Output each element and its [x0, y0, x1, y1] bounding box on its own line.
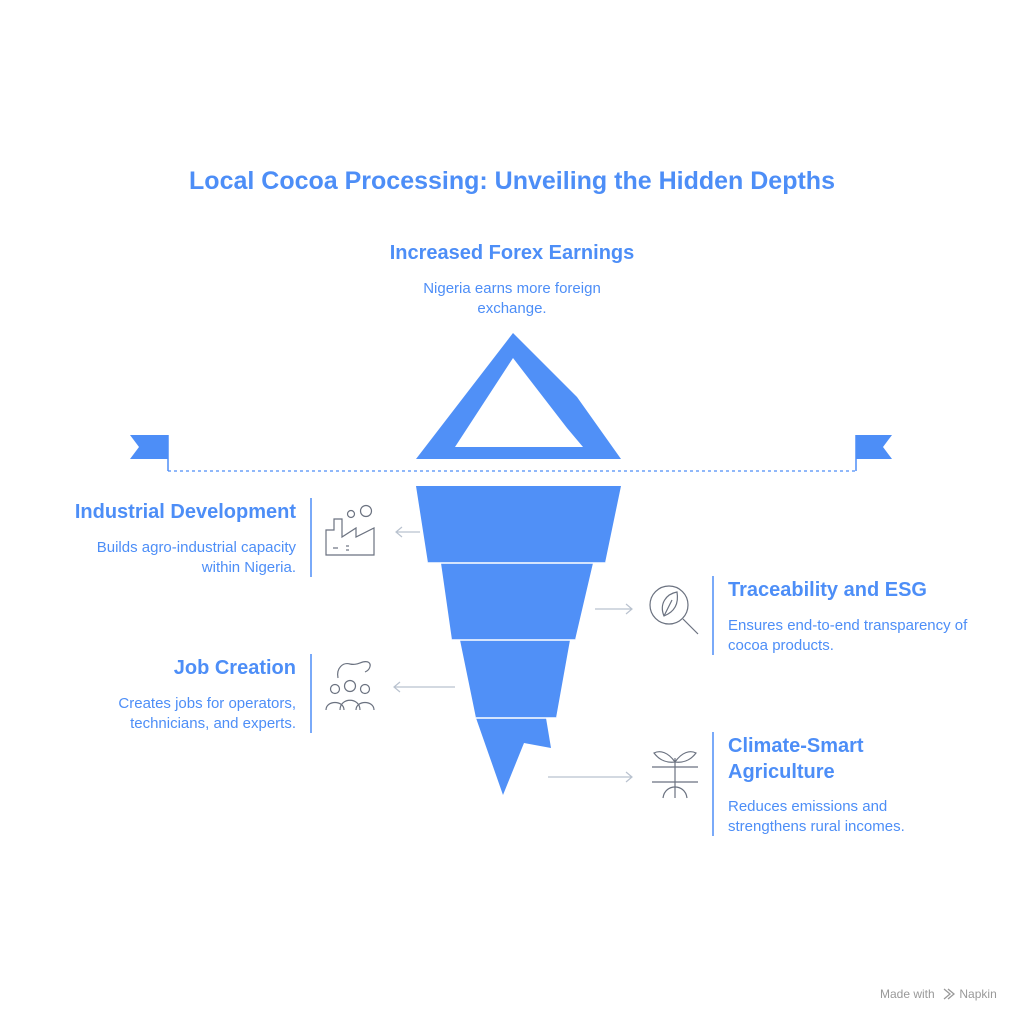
climate-heading: Climate-Smart Agriculture [728, 733, 1018, 785]
traceability-description-line: cocoa products. [728, 637, 834, 654]
top-description: Nigeria earns more foreign exchange. [312, 279, 712, 319]
traceability-description-line: Ensures end-to-end transparency of [728, 617, 968, 634]
sprout-icon [652, 751, 698, 799]
industrial-heading: Industrial Development [74, 501, 296, 523]
top-description-line: exchange. [477, 300, 547, 317]
traceability-description: Ensures end-to-end transparency of cocoa… [728, 616, 1018, 656]
industrial-description-line: within Nigeria. [201, 559, 296, 576]
napkin-logo-icon [943, 988, 956, 1000]
connector-arrow [595, 603, 633, 615]
left-flag-icon [130, 435, 168, 459]
climate-description-line: strengthens rural incomes. [728, 818, 905, 835]
climate-description: Reduces emissions and strengthens rural … [728, 797, 1018, 837]
climate-description-line: Reduces emissions and [728, 798, 888, 815]
climate-heading-line: Climate-Smart [728, 735, 864, 757]
right-flag-icon [856, 435, 892, 459]
job-creation-description-line: Creates jobs for operators, [118, 695, 296, 712]
top-heading: Increased Forex Earnings [389, 242, 635, 264]
made-with-label: Made with [880, 986, 935, 1001]
footer-credit[interactable]: Made with Napkin [880, 986, 997, 1001]
job-creation-description-line: technicians, and experts. [130, 715, 296, 732]
factory-icon [325, 504, 375, 556]
climate-heading-line: Agriculture [728, 761, 835, 783]
iceberg-tip [416, 333, 621, 459]
top-description-line: Nigeria earns more foreign [423, 280, 601, 297]
traceability-heading: Traceability and ESG [728, 579, 927, 601]
connector-arrow [548, 771, 633, 783]
job-creation-heading: Job Creation [173, 657, 296, 679]
napkin-brand-label: Napkin [959, 986, 997, 1001]
people-icon [325, 660, 375, 711]
industrial-description: Builds agro-industrial capacity within N… [40, 538, 296, 578]
connector-arrow [393, 681, 455, 693]
magnifier-leaf-icon [649, 585, 699, 635]
industrial-description-line: Builds agro-industrial capacity [96, 539, 296, 556]
page-title: Local Cocoa Processing: Unveiling the Hi… [189, 167, 835, 195]
connector-arrow [395, 526, 420, 538]
job-creation-description: Creates jobs for operators, technicians,… [40, 694, 296, 734]
